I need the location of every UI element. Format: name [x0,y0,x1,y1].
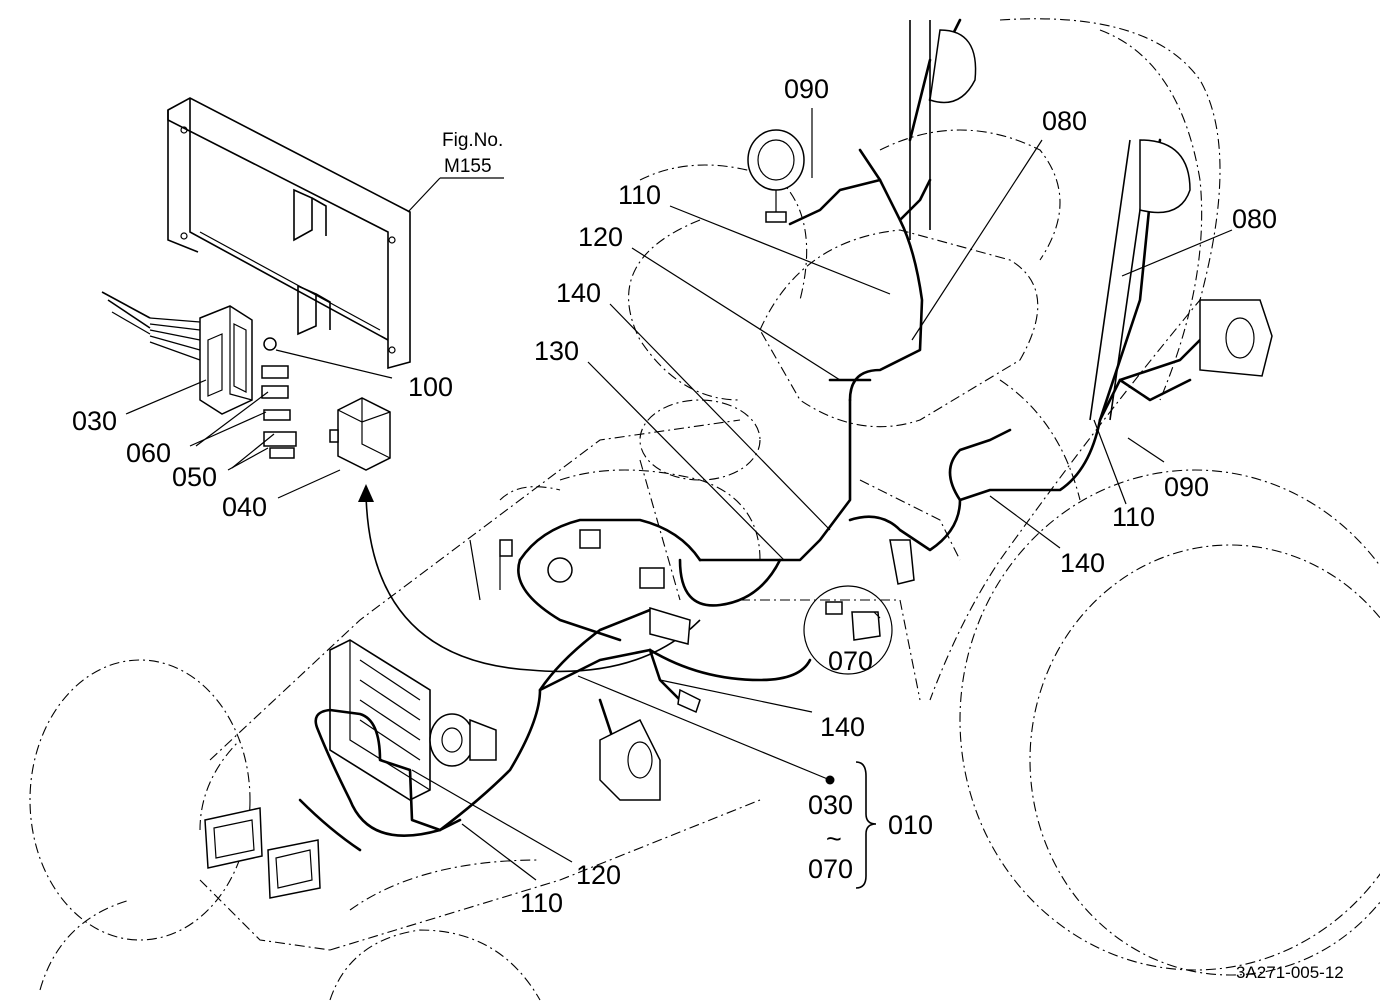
drawing-code: 3A271-005-12 [1236,963,1344,982]
callout-110-upper: 110 [618,180,661,210]
callout-080-right: 080 [1232,204,1277,234]
figure-reference: Fig.No. M155 [442,130,503,177]
assembly-to-070: 070 [808,854,853,884]
callout-040: 040 [222,492,267,522]
alternator [429,713,497,767]
starter-motor [599,718,661,801]
callout-030: 030 [72,406,117,436]
callout-140-right: 140 [1060,548,1105,578]
work-lamp-090-left [747,129,805,223]
switches-gauges [469,529,915,714]
headlights [204,807,321,899]
callout-110-bottom: 110 [520,888,563,918]
work-lamp-090-right [1199,299,1273,377]
callout-090-right: 090 [1164,472,1209,502]
assembly-brace [855,761,877,889]
fig-ref-label: Fig.No. [442,130,503,151]
callout-140-upper: 140 [556,278,601,308]
callout-labels: 090 080 110 080 120 140 130 100 030 060 … [72,74,1277,918]
bracket-plate [167,97,411,370]
callout-070: 070 [828,646,873,676]
callout-060: 060 [126,438,171,468]
assembly-from-030: 030 [808,790,853,820]
connector-070-inset [803,585,893,675]
callout-100: 100 [408,372,453,402]
callout-050: 050 [172,462,217,492]
assembly-set-010: 010 [888,810,933,840]
fuse-cover-040 [329,397,391,471]
callout-080-top: 080 [1042,106,1087,136]
callout-140-lower: 140 [820,712,865,742]
rops-bars [909,20,1191,421]
callout-120-upper: 120 [578,222,623,252]
callout-090-top: 090 [784,74,829,104]
callout-110-right: 110 [1112,502,1155,532]
fig-ref-number: M155 [444,156,492,177]
radiator [329,639,431,801]
callout-130: 130 [534,336,579,366]
callout-120-bottom: 120 [576,860,621,890]
leader-lines [125,108,1233,881]
assembly-set-labels: 030 ~ 070 010 [808,790,933,884]
fuse-box-030 [101,291,253,415]
assembly-tilde: ~ [826,824,842,854]
